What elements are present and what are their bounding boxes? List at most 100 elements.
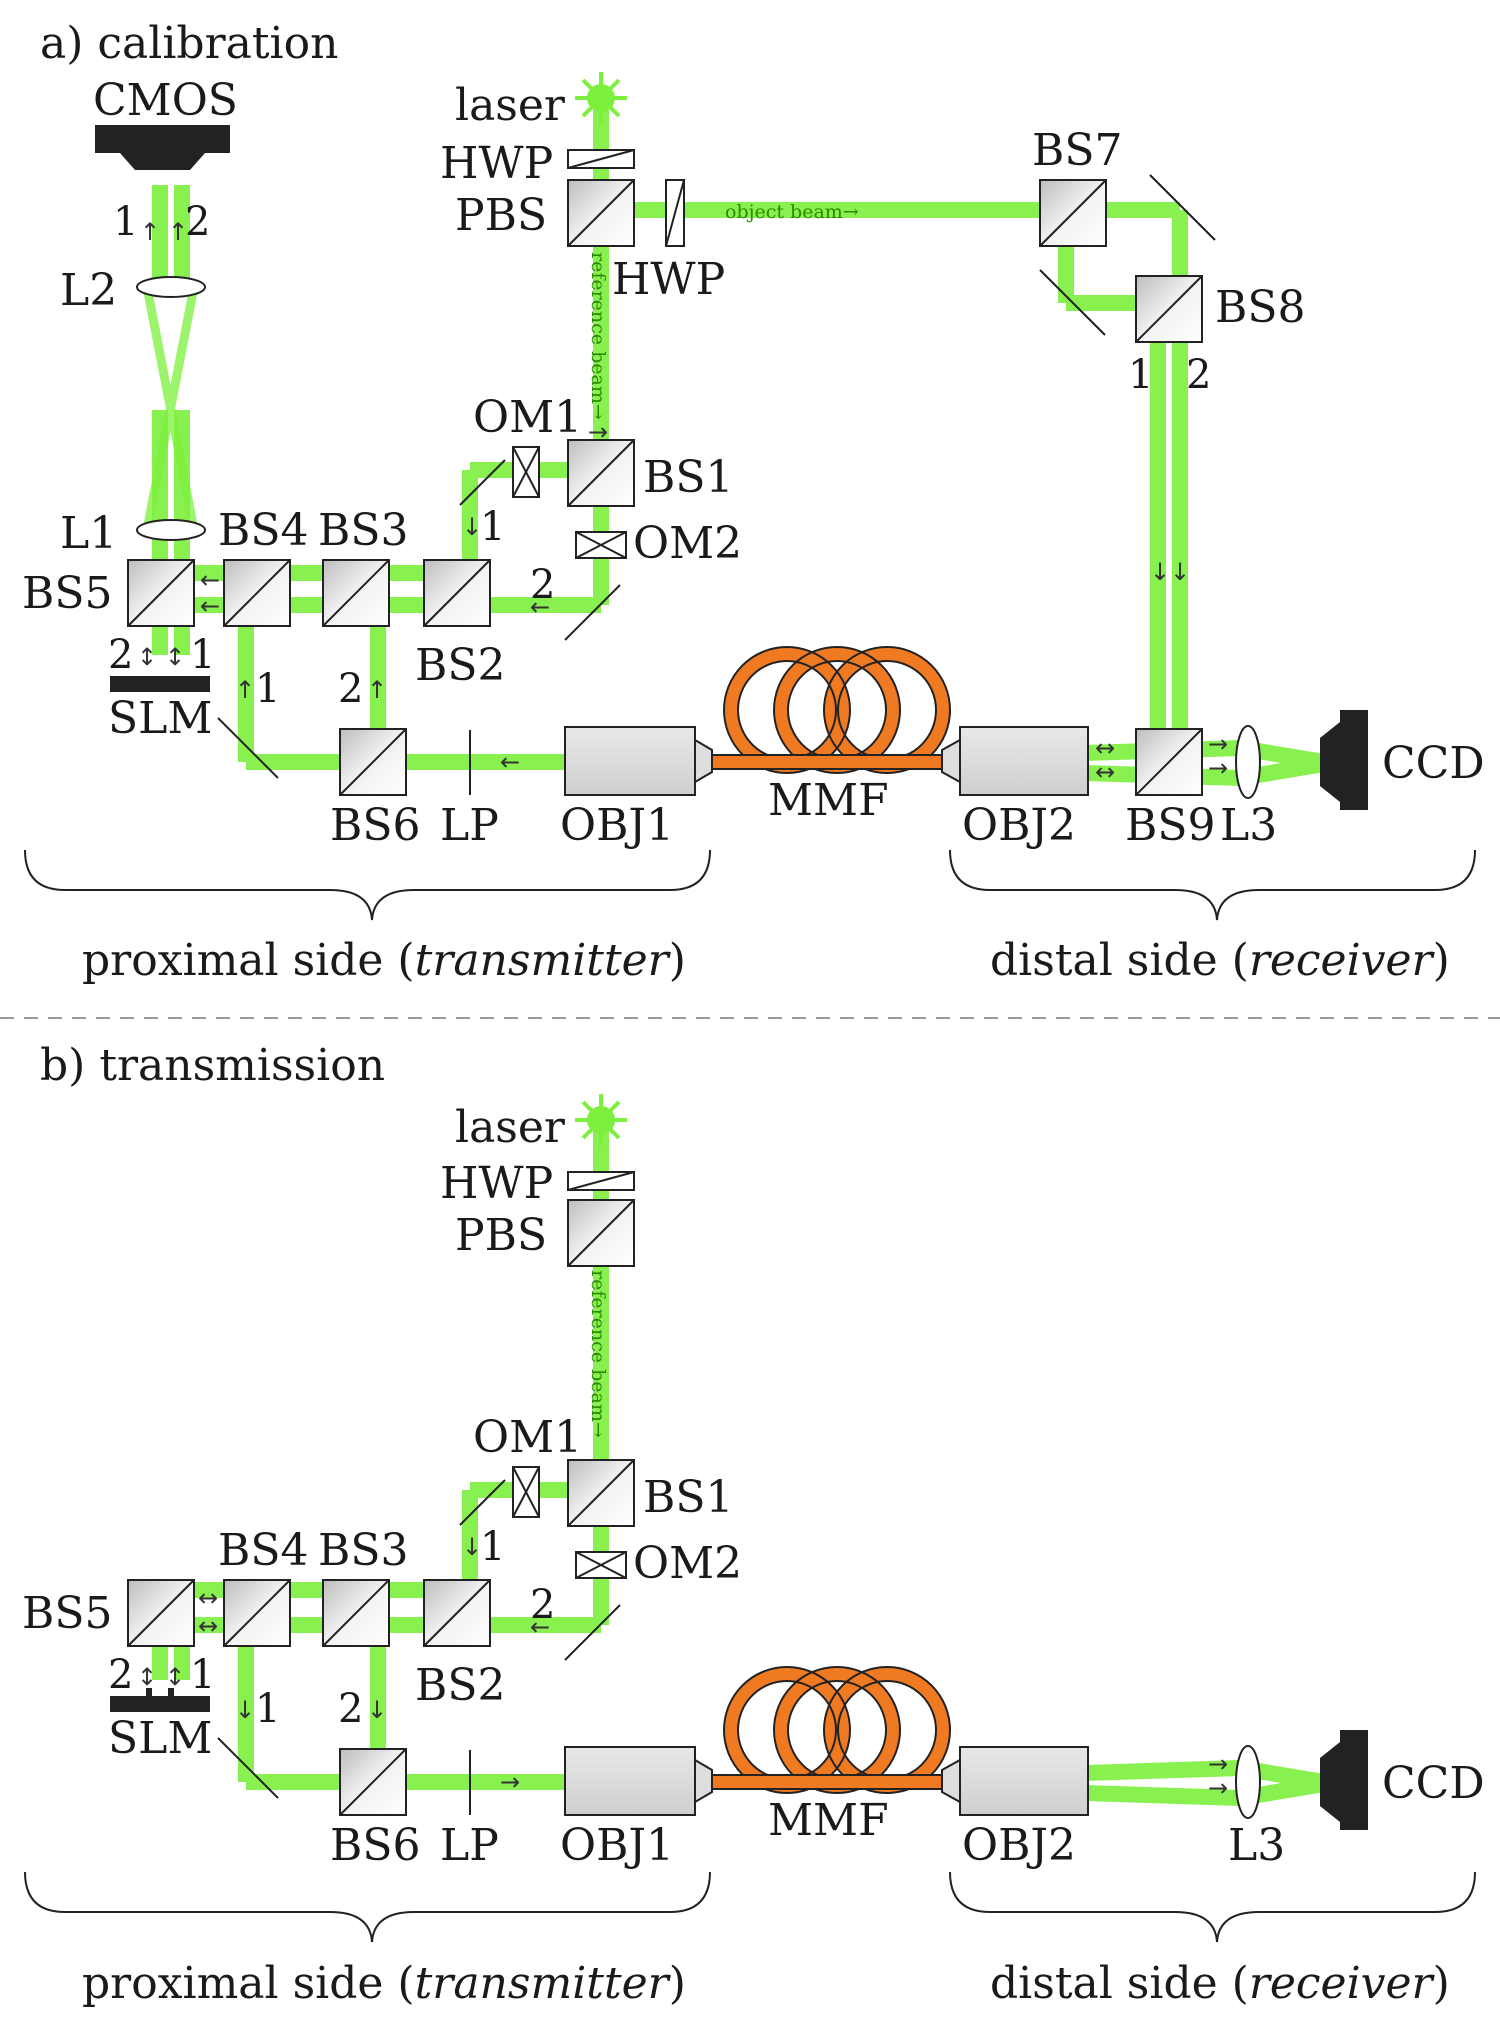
obj2: [959, 726, 1089, 796]
pbs-label: PBS: [455, 190, 547, 241]
arrow-2a: ←: [530, 593, 550, 621]
lp-label-b: LP: [440, 1820, 499, 1871]
bs1-label-b: BS1: [643, 1472, 733, 1523]
reference-beam-label-b: reference beam→: [587, 1270, 609, 1438]
panel-a: a) calibration: [22, 18, 1485, 986]
cmos-base: [120, 153, 205, 170]
arrow-right-b2: →: [1208, 1774, 1228, 1802]
bs6-label: BS6: [330, 800, 420, 851]
distal-brace: [949, 849, 1476, 921]
om1-port-1: 1: [480, 504, 505, 550]
om1-port-1-b: 1: [480, 1524, 505, 1570]
slm-label: SLM: [108, 693, 212, 744]
arrow-left-a3: ←: [500, 748, 520, 776]
bs6-label-b: BS6: [330, 1820, 420, 1871]
bs5-label: BS5: [22, 568, 112, 619]
arrow-up-a1: ↑: [140, 218, 160, 246]
arrow-updown-a1: ↕: [137, 643, 157, 671]
bs8-port-1: 1: [1128, 352, 1153, 398]
mirror-b3: [459, 1479, 506, 1526]
panel-a-title: a) calibration: [40, 18, 338, 69]
bs3-cube: [322, 559, 390, 627]
slm-b: [110, 1696, 210, 1712]
slm: [110, 676, 210, 692]
ccd-front-b: [1320, 1742, 1340, 1822]
laser-icon-b: [573, 1092, 629, 1148]
bs7-label: BS7: [1032, 125, 1122, 176]
hwp-side-label: HWP: [612, 254, 725, 305]
pbs-label-b: PBS: [455, 1210, 547, 1261]
panel-b-title: b) transmission: [40, 1040, 385, 1091]
arrow-lr-b1: ↔: [198, 1584, 218, 1612]
bs4-cube: [223, 559, 291, 627]
arrow-up-a3: ↑: [235, 676, 255, 704]
om2-label: OM2: [633, 518, 742, 569]
obj2-b: [959, 1746, 1089, 1816]
mirror-a3: [459, 459, 506, 506]
obj1-label-b: OBJ1: [560, 1820, 674, 1871]
arrow-up-a4: ↑: [367, 676, 387, 704]
bs4-port-1: 1: [255, 666, 280, 712]
arrow-1a: ↓: [462, 513, 482, 541]
ccd-sensor-b: [1340, 1730, 1368, 1830]
obj1: [564, 726, 696, 796]
mirror-b4: [564, 1604, 621, 1661]
arrow-1b: ↓: [462, 1533, 482, 1561]
bs5-label-b: BS5: [22, 1588, 112, 1639]
arrow-right-a1: →: [1208, 730, 1228, 758]
arrow-lr-b2: ↔: [198, 1612, 218, 1640]
arrow-down-b3: ↓: [235, 1696, 255, 1724]
bs1-cube-b: [567, 1459, 635, 1527]
distal-brace-b: [949, 1871, 1476, 1943]
bs9-cube: [1135, 728, 1203, 796]
obj1-label: OBJ1: [560, 800, 674, 851]
arrow-left-a1: ←: [200, 566, 220, 594]
ccd-sensor: [1340, 710, 1368, 810]
l3-lens: [1235, 725, 1261, 799]
bs9-label: BS9: [1125, 800, 1215, 851]
l1-lens: [136, 519, 206, 541]
bs2-cube-b: [423, 1579, 491, 1647]
cmos-port-2: 2: [185, 199, 210, 245]
slm-port-2-b: 2: [108, 1652, 133, 1698]
bs4-cube-b: [223, 1579, 291, 1647]
obj1-b: [564, 1746, 696, 1816]
arrow-updown-b2: ↕: [165, 1663, 185, 1691]
arrow-right-a2: →: [1208, 754, 1228, 782]
cmos-sensor: [95, 125, 230, 153]
obj2-label-b: OBJ2: [962, 1820, 1076, 1871]
distal-side-label: distal side (receiver): [990, 935, 1450, 986]
mirror-b5: [217, 1737, 279, 1799]
arrow-updown-a2: ↕: [165, 643, 185, 671]
bs6-cube-b: [339, 1748, 407, 1816]
bs4-port-1-b: 1: [255, 1686, 280, 1732]
arrow-lr-a2: ↔: [1095, 758, 1115, 786]
cmos-port-1: 1: [113, 199, 138, 245]
reference-beam-label: reference beam→: [587, 252, 609, 420]
arrow-left-a2: ←: [200, 592, 220, 620]
bs2-cube: [423, 559, 491, 627]
laser-icon: [573, 70, 629, 126]
arrow-down-ref: →: [588, 418, 608, 446]
proximal-brace: [24, 849, 711, 921]
mmf-label-b: MMF: [768, 1795, 889, 1846]
om2-port-2: 2: [530, 562, 555, 608]
l2-lens: [136, 276, 206, 298]
om1-label: OM1: [473, 392, 582, 443]
bs3-port-2-b: 2: [338, 1686, 363, 1732]
arrow-right-b3: →: [500, 1768, 520, 1796]
ccd-front: [1320, 722, 1340, 802]
bs2-label-b: BS2: [415, 1660, 505, 1711]
mirror-a2: [1039, 269, 1106, 336]
hwp-top-label-b: HWP: [440, 1158, 553, 1209]
panel-a-focus-beams: [142, 286, 199, 531]
bs5-cube-b: [127, 1579, 195, 1647]
l3-lens-b: [1235, 1745, 1261, 1819]
pbs-cube: [567, 179, 635, 247]
proximal-side-label: proximal side (transmitter): [82, 935, 686, 986]
arrow-lr-a1: ↔: [1095, 734, 1115, 762]
arrow-right-b1: →: [1208, 1750, 1228, 1778]
ccd-label: CCD: [1382, 738, 1485, 789]
l3-label-b: L3: [1228, 1820, 1285, 1871]
